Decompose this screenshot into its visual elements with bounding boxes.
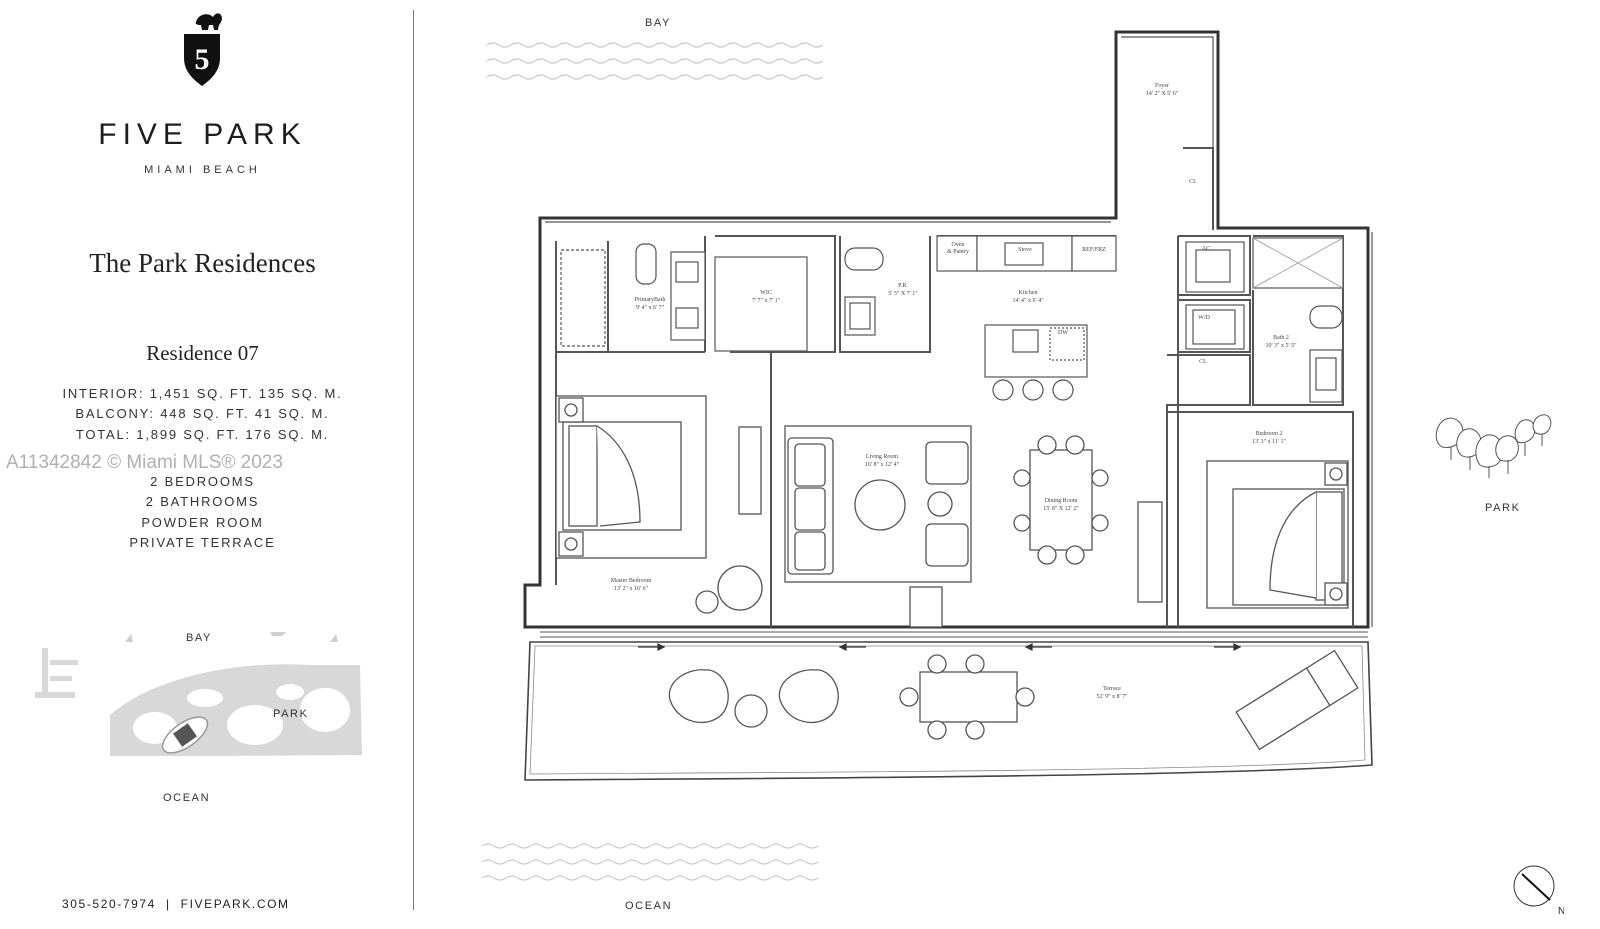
- spec-total: TOTAL: 1,899 SQ. FT. 176 SQ. M.: [75, 426, 330, 442]
- room-terrace-name: Terrace: [1103, 686, 1121, 692]
- room-living-name: Living Room: [866, 454, 899, 460]
- room-living-dims: 16' 8" x 12' 4": [865, 462, 900, 468]
- plan-bay-label: BAY: [645, 17, 671, 29]
- site-map: BAY PARK OCEAN: [35, 632, 362, 756]
- room-kitchen-dims: 14' 4" x 6' 4": [1012, 298, 1044, 304]
- room-master-name: Master Bedroom: [611, 578, 652, 584]
- info-panel: 5 FIVE PARK MIAMI BEACH The Park Residen…: [0, 0, 410, 929]
- contact-website[interactable]: FIVEPARK.COM: [180, 897, 290, 911]
- ocean-water-icon: [481, 843, 819, 881]
- feature-terrace: PRIVATE TERRACE: [129, 534, 276, 550]
- room-foyer-name: Foyer: [1155, 83, 1169, 89]
- room-wd: W/D: [1198, 315, 1210, 321]
- room-bath2-dims: 10' 3" x 5' 5": [1265, 343, 1297, 349]
- room-bedroom2-dims: 13' 3" x 11' 1": [1252, 439, 1286, 445]
- room-wic-dims: 7' 7" x 7' 1": [752, 298, 781, 304]
- brand-name: FIVE PARK: [98, 118, 307, 151]
- room-bath2-name: Bath 2: [1273, 335, 1289, 341]
- feature-powder-room: POWDER ROOM: [141, 514, 264, 530]
- brand-location: MIAMI BEACH: [144, 164, 261, 176]
- panel-divider: [413, 10, 414, 910]
- elephant-shield-icon: 5: [184, 13, 222, 86]
- room-stove: Stove: [1018, 247, 1032, 253]
- room-dining-dims: 15' 8" X 12' 2": [1043, 506, 1079, 512]
- residence-title: Residence 07: [146, 341, 259, 365]
- compass-north-label: N: [1558, 906, 1564, 916]
- bay-water-icon: [486, 42, 824, 80]
- room-bedroom2-name: Bedroom 2: [1256, 431, 1283, 437]
- room-pantry: & Pantry: [947, 249, 969, 255]
- room-cl-mid: CL: [1199, 359, 1207, 365]
- room-primary-bath-name: PrimaryBath: [635, 297, 666, 303]
- feature-list: 2 BEDROOMS 2 BATHROOMS POWDER ROOM PRIVA…: [0, 472, 405, 553]
- svg-text:5: 5: [195, 43, 210, 76]
- room-dining-name: Dining Room: [1045, 498, 1078, 504]
- compass-icon: N: [1513, 865, 1564, 916]
- room-ref: REF/FRZ: [1082, 247, 1106, 253]
- room-ac: AC: [1202, 246, 1210, 252]
- mls-watermark: A11342842 © Miami MLS® 2023: [6, 452, 283, 473]
- contact-line: 305-520-7974 | FIVEPARK.COM: [62, 897, 290, 911]
- room-pr-name: P.R.: [898, 283, 908, 289]
- room-oven: Oven: [952, 242, 965, 248]
- room-terrace-dims: 52' 9" x 8' 7": [1096, 694, 1128, 700]
- contact-phone[interactable]: 305-520-7974: [62, 897, 156, 911]
- room-master-dims: 13' 2" x 16' 6": [614, 586, 649, 592]
- room-primary-bath-dims: 9' 4" x 6' 7": [636, 305, 665, 311]
- area-specs: INTERIOR: 1,451 SQ. FT. 135 SQ. M. BALCO…: [0, 384, 405, 445]
- site-map-bay-label: BAY: [186, 632, 212, 644]
- room-cl-top: CL: [1189, 179, 1197, 185]
- plan-park-label: PARK: [1485, 502, 1521, 514]
- trees-icon: [1435, 414, 1552, 478]
- collection-title: The Park Residences: [89, 248, 316, 278]
- room-pr-dims: 5' 5" X 7' 1": [888, 291, 918, 297]
- spec-interior: INTERIOR: 1,451 SQ. FT. 135 SQ. M.: [62, 386, 343, 401]
- site-map-ocean-label-text: OCEAN: [163, 792, 211, 804]
- contact-separator: |: [165, 897, 171, 911]
- plan-ocean-label: OCEAN: [625, 900, 672, 912]
- room-wic-name: WIC: [760, 290, 772, 296]
- room-dw: DW: [1058, 330, 1068, 336]
- room-foyer-dims: 14' 2" X 5' 6": [1146, 91, 1179, 97]
- site-map-park-label: PARK: [273, 708, 309, 720]
- spec-balcony: BALCONY: 448 SQ. FT. 41 SQ. M.: [75, 406, 330, 422]
- feature-bathrooms: 2 BATHROOMS: [145, 494, 260, 510]
- room-kitchen-name: Kitchen: [1019, 290, 1038, 296]
- feature-bedrooms: 2 BEDROOMS: [150, 474, 255, 489]
